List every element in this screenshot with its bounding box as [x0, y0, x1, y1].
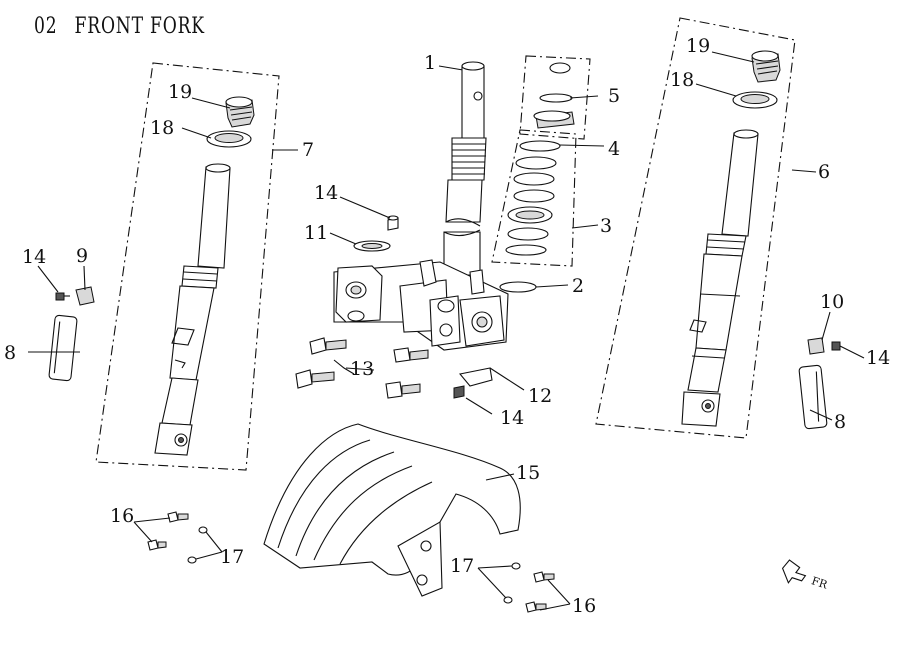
callout-12: 12 [528, 385, 552, 407]
left-fork-bounding-box [95, 62, 280, 471]
stem-washer [353, 240, 391, 252]
callout-8-left: 8 [4, 342, 16, 364]
callout-1: 1 [424, 52, 436, 74]
steering-stem [443, 61, 487, 276]
callout-3: 3 [600, 215, 612, 237]
callout-8-right: 8 [834, 411, 846, 433]
callout-19-right: 19 [686, 35, 710, 57]
stem-bracket [453, 367, 493, 399]
title-text: FRONT FORK [74, 14, 205, 39]
bearing-box-5 [519, 55, 591, 140]
callout-6: 6 [818, 161, 830, 183]
front-direction-marker: FR [781, 559, 830, 592]
callout-11: 11 [304, 222, 328, 244]
callout-13: 13 [350, 358, 374, 380]
callout-17-right: 17 [450, 555, 474, 577]
callout-14-right: 14 [866, 347, 890, 369]
stem-small-bolt [387, 215, 399, 231]
callout-14-bracket: 14 [500, 407, 524, 429]
callout-18-left: 18 [150, 117, 174, 139]
bearing-box-3 [491, 129, 577, 267]
direction-marker-label: FR [810, 574, 830, 592]
right-clip-bolt [807, 337, 841, 355]
right-brake-pad-set [798, 364, 828, 430]
left-brake-pad-set [28, 314, 80, 382]
callout-18-right: 18 [670, 69, 694, 91]
callout-2: 2 [572, 275, 584, 297]
right-fork-leg [681, 129, 759, 427]
callout-4: 4 [608, 138, 620, 160]
fender-hardware-left [133, 511, 223, 564]
callout-16-right: 16 [572, 595, 596, 617]
callout-5: 5 [608, 85, 620, 107]
left-fork-seal [206, 130, 252, 148]
callout-19-left: 19 [168, 81, 192, 103]
left-fork-group [28, 62, 298, 471]
right-fork-plug [751, 50, 781, 83]
left-clip-bolt [55, 286, 95, 306]
front-fender [263, 423, 521, 597]
stem-bolts [295, 337, 429, 399]
bearing-stack [491, 55, 605, 293]
right-fork-bounding-box [595, 17, 796, 439]
right-fork-group [595, 17, 865, 439]
steering-stem-group [295, 55, 605, 415]
callout-7: 7 [302, 139, 314, 161]
callout-labels: 1 2 3 4 5 6 7 8 8 9 10 11 12 13 14 14 14… [4, 35, 890, 617]
callout-10: 10 [820, 291, 844, 313]
callout-14-stem: 14 [314, 182, 338, 204]
left-fork-leg [154, 163, 231, 456]
callout-15: 15 [516, 462, 540, 484]
callout-17-left: 17 [220, 546, 244, 568]
callout-14-left: 14 [22, 246, 46, 268]
callout-16-left: 16 [110, 505, 134, 527]
triple-clamp [333, 259, 509, 351]
callout-9: 9 [76, 245, 88, 267]
diagram-title: 02 FRONT FORK [34, 14, 205, 39]
title-number: 02 [34, 14, 58, 39]
right-fork-seal [732, 91, 778, 109]
fender-hardware-right [477, 562, 571, 613]
left-fork-plug [225, 96, 255, 128]
